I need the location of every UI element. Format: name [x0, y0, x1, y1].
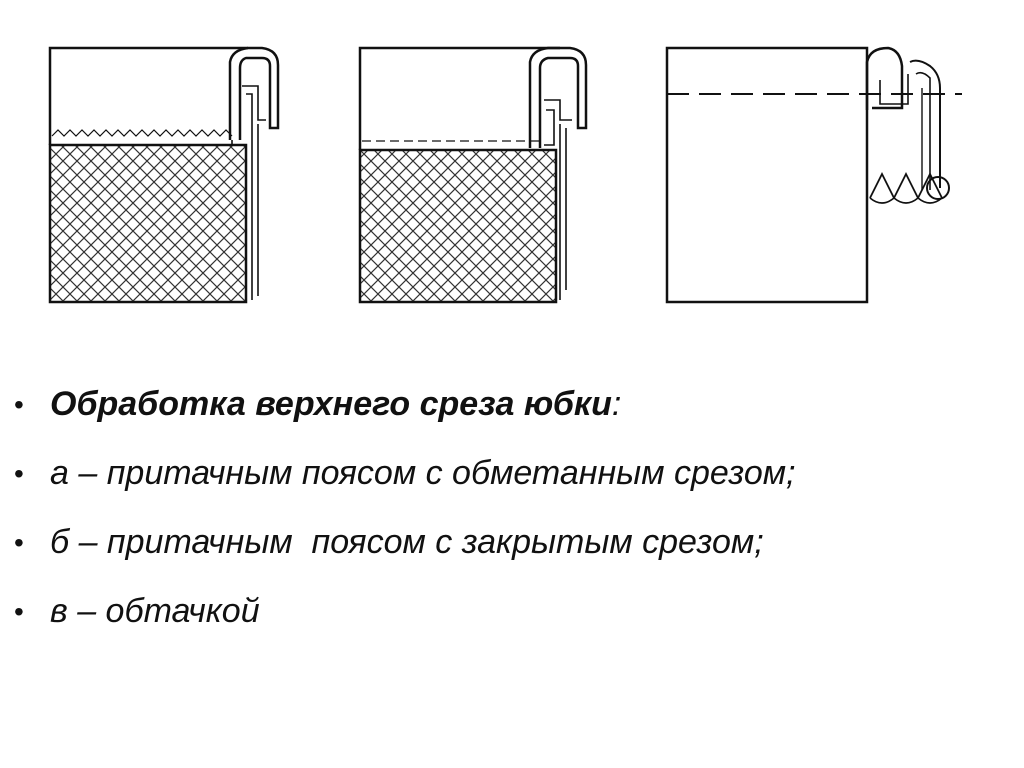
item-b-text: б – притачным поясом с закрытым срезом; — [50, 523, 764, 561]
bullet-icon: • — [14, 389, 24, 420]
diagram-c — [665, 46, 962, 304]
heading-colon: : — [611, 385, 622, 423]
heading-text: Обработка верхнего среза юбки — [50, 385, 612, 423]
list-item-heading: • Обработка верхнего среза юбки: — [0, 370, 1024, 439]
description-list: • Обработка верхнего среза юбки: • а – при… — [0, 370, 1024, 646]
item-a-text: а – притачным поясом с обметанным срезом… — [50, 454, 796, 492]
bullet-icon: • — [14, 527, 24, 558]
skirt-top-edge-diagrams — [48, 46, 962, 304]
item-c-text: в – обтачкой — [50, 592, 260, 630]
bullet-icon: • — [14, 596, 24, 627]
list-item-a: • а – притачным поясом с обметанным срезо… — [0, 439, 1024, 508]
diagram-b — [358, 46, 588, 304]
list-item-c: • в – обтачкой — [0, 577, 1024, 646]
bullet-icon: • — [14, 458, 24, 489]
diagram-a — [48, 46, 280, 304]
list-item-b: • б – притачным поясом с закрытым срезом; — [0, 508, 1024, 577]
